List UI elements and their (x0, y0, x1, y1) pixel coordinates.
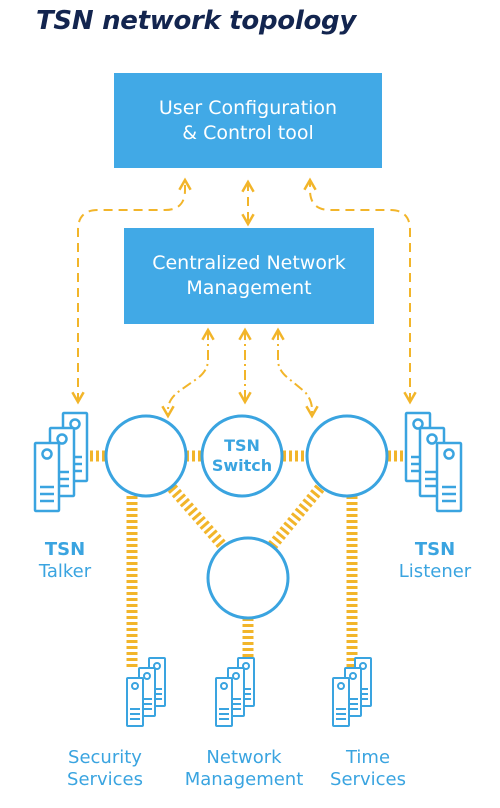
tsn-switch-label: TSN Switch (202, 436, 282, 476)
time-services-label: Time Services (318, 747, 418, 791)
switch-node-bottom (206, 536, 290, 620)
page-title: TSN network topology (36, 6, 356, 36)
management-arrows (161, 327, 319, 419)
tsn-switch-line1: TSN (224, 436, 260, 455)
listener-text: Listener (398, 561, 472, 582)
security-server-icon (126, 657, 166, 727)
network-line2: Management (184, 769, 304, 790)
time-line1: Time (345, 747, 391, 768)
time-line2: Services (330, 769, 406, 790)
user-config-box: User Configuration & Control tool (114, 73, 382, 168)
user-config-line1: User Configuration (158, 96, 338, 119)
link-switch3-switch4 (267, 484, 325, 550)
listener-bold: TSN (414, 539, 456, 560)
talker-label: TSN Talker (20, 539, 110, 583)
security-services-label: Security Services (50, 747, 160, 791)
network-management-label: Network Management (176, 747, 312, 791)
talker-bold: TSN (44, 539, 86, 560)
switch-node-left (104, 414, 188, 498)
listener-server-icon (404, 411, 463, 513)
arrow-cnm-switch3 (271, 327, 319, 419)
cnm-line1: Centralized Network (152, 252, 346, 274)
control-arrows (71, 177, 417, 405)
switch-node-right (305, 414, 389, 498)
tsn-switch-node (200, 414, 284, 498)
security-line2: Services (67, 769, 143, 790)
network-links (90, 450, 406, 668)
tsn-switch-line2: Switch (211, 456, 273, 475)
cnm-line2: Management (186, 277, 312, 299)
talker-text: Talker (38, 561, 92, 582)
arrow-listener-config (303, 177, 417, 405)
talker-server-icon (33, 411, 89, 513)
user-config-line2: & Control tool (182, 121, 314, 144)
link-switch1-switch4 (167, 484, 228, 550)
arrow-talker-config (71, 177, 192, 405)
arrow-cnm-switch1 (161, 327, 215, 419)
listener-label: TSN Listener (385, 539, 485, 583)
network-line1: Network (206, 747, 282, 768)
cnm-box: Centralized Network Management (124, 228, 374, 324)
security-line1: Security (68, 747, 142, 768)
time-server-icon (332, 657, 372, 727)
network-server-icon (215, 657, 255, 727)
